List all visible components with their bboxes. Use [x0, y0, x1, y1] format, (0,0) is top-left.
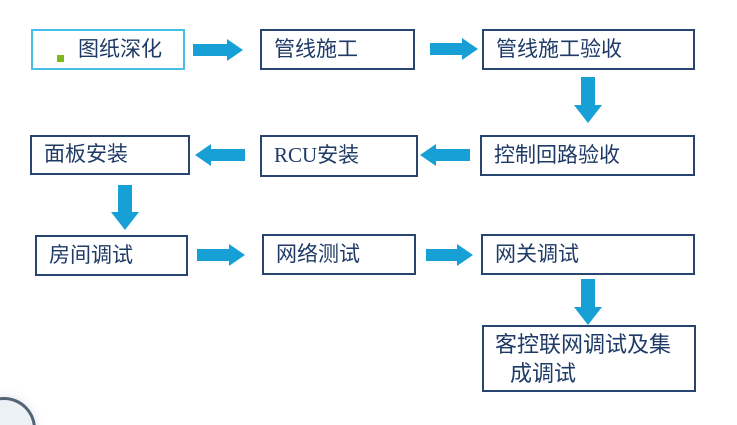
arrow-right-icon — [430, 38, 478, 60]
arrow-down-icon — [574, 77, 602, 123]
arrow-head — [227, 39, 243, 61]
flow-node-room-debugging: 房间调试 — [35, 235, 188, 276]
arrow-down-icon — [111, 185, 139, 230]
node-label: 网关调试 — [495, 241, 579, 266]
node-label: 客控联网调试及集 成调试 — [495, 331, 672, 386]
flow-node-pipeline-acceptance: 管线施工验收 — [482, 29, 695, 70]
arrow-shaft — [430, 43, 462, 55]
flow-node-control-loop-acceptance: 控制回路验收 — [480, 135, 695, 176]
arrow-head — [462, 38, 478, 60]
node-label: 图纸深化 — [78, 36, 162, 61]
arrow-right-icon — [197, 244, 245, 266]
arrow-left-icon — [195, 144, 245, 166]
flow-node-integration-debugging: 客控联网调试及集 成调试 — [482, 325, 696, 392]
node-label: 控制回路验收 — [494, 142, 620, 167]
arrow-shaft — [426, 249, 457, 261]
flow-node-pipeline-construction: 管线施工 — [260, 29, 415, 70]
arrow-left-icon — [420, 144, 470, 166]
green-bullet-icon — [57, 55, 64, 62]
arrow-shaft — [211, 149, 245, 161]
arrow-shaft — [581, 279, 595, 307]
arrow-head — [457, 244, 473, 266]
arrow-head — [111, 212, 139, 230]
node-label: 面板安装 — [44, 142, 128, 167]
arrow-head — [574, 105, 602, 123]
flow-node-drawing-deepening: 图纸深化 — [31, 29, 185, 70]
node-label: 管线施工 — [274, 36, 358, 61]
flow-node-network-testing: 网络测试 — [262, 234, 416, 275]
node-label: 网络测试 — [276, 241, 360, 266]
arrow-shaft — [436, 149, 470, 161]
node-label: 房间调试 — [49, 242, 133, 267]
arrow-down-icon — [574, 279, 602, 325]
arrow-head — [195, 144, 211, 166]
arrow-head — [229, 244, 245, 266]
flow-node-panel-installation: 面板安装 — [30, 135, 190, 175]
arrow-right-icon — [426, 244, 473, 266]
arrow-shaft — [581, 77, 595, 105]
node-label: 管线施工验收 — [496, 36, 622, 61]
node-label: RCU安装 — [274, 143, 360, 168]
flow-node-gateway-debugging: 网关调试 — [481, 234, 695, 275]
arrow-shaft — [197, 249, 229, 261]
arrow-head — [574, 307, 602, 325]
corner-swirl-decoration — [0, 397, 36, 425]
arrow-shaft — [118, 185, 132, 212]
arrow-right-icon — [193, 39, 243, 61]
arrow-shaft — [193, 44, 227, 56]
flow-node-rcu-installation: RCU安装 — [260, 135, 418, 177]
arrow-head — [420, 144, 436, 166]
